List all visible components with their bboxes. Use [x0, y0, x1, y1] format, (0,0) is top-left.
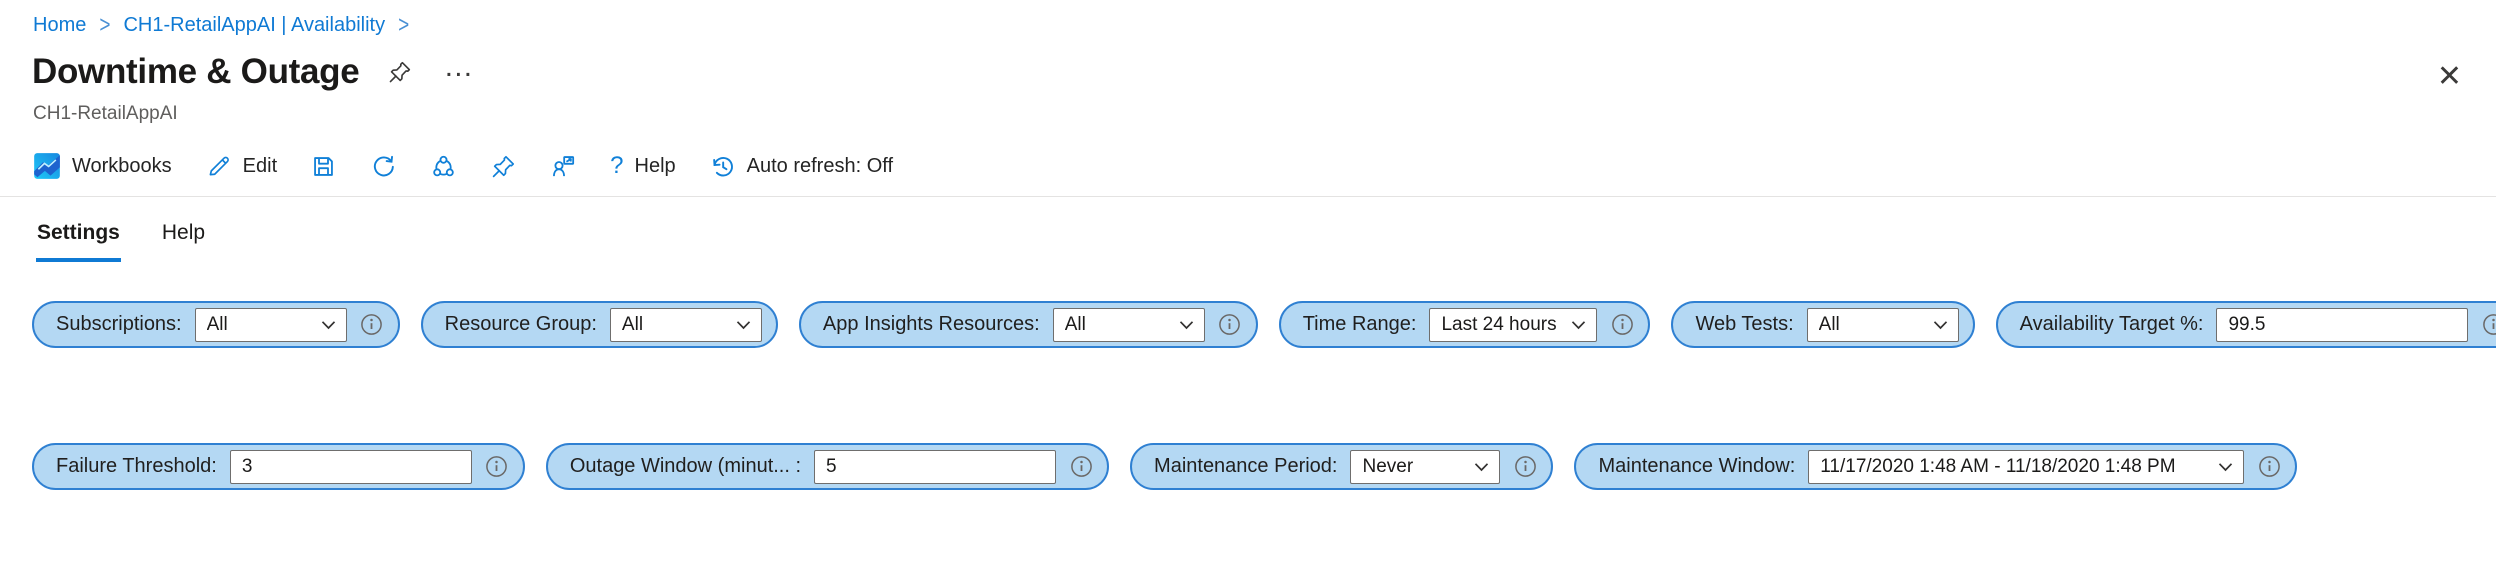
info-icon[interactable] — [485, 455, 509, 479]
save-button[interactable] — [310, 153, 337, 180]
workbooks-gallery-icon — [33, 152, 61, 180]
tab-help[interactable]: Help — [161, 221, 206, 244]
workbooks-button[interactable]: Workbooks — [33, 152, 172, 180]
auto-refresh-button[interactable]: Auto refresh: Off — [709, 153, 893, 180]
info-icon[interactable] — [2481, 313, 2496, 337]
more-icon[interactable]: … — [443, 50, 474, 83]
edit-pencil-icon — [205, 153, 232, 180]
pin-icon — [490, 153, 517, 180]
filter-failure-threshold-label: Failure Threshold: — [56, 455, 217, 477]
page-title: Downtime & Outage — [32, 52, 360, 91]
breadcrumb-availability[interactable]: CH1-RetailAppAI | Availability — [123, 14, 386, 36]
filter-maintenance-period: Maintenance Period: Never — [1130, 443, 1554, 490]
info-icon[interactable] — [1610, 313, 1634, 337]
filter-web-tests-dropdown[interactable]: All — [1806, 307, 1959, 342]
toolbar-divider — [0, 196, 2496, 197]
pin-button[interactable] — [490, 153, 517, 180]
pin-icon[interactable] — [387, 59, 413, 85]
workbooks-button-label: Workbooks — [72, 154, 172, 177]
help-button-label: Help — [634, 154, 676, 177]
send-to-user-button[interactable] — [550, 153, 577, 180]
help-button[interactable]: ? Help — [610, 152, 676, 180]
filter-outage-window: Outage Window (minut... : — [545, 443, 1110, 490]
chevron-down-icon — [1474, 462, 1489, 472]
filter-outage-window-input[interactable] — [814, 449, 1057, 484]
edit-button-label: Edit — [242, 154, 278, 177]
filter-maintenance-period-label: Maintenance Period: — [1154, 455, 1338, 477]
title-row: Downtime & Outage … — [32, 52, 475, 92]
info-icon[interactable] — [1218, 313, 1242, 337]
auto-refresh-label: Auto refresh: Off — [746, 154, 894, 177]
filter-availability-target-input[interactable] — [2216, 307, 2469, 342]
filter-web-tests-value: All — [1818, 313, 1840, 335]
filter-maintenance-period-value: Never — [1362, 455, 1414, 477]
chevron-down-icon — [321, 320, 336, 330]
filter-web-tests: Web Tests: All — [1671, 301, 1975, 348]
refresh-icon — [370, 153, 397, 180]
workbook-toolbar: Workbooks Edit — [33, 140, 893, 192]
filter-subscriptions-value: All — [206, 313, 228, 335]
page-subtitle: CH1-RetailAppAI — [33, 103, 178, 124]
filter-maintenance-window: Maintenance Window: 11/17/2020 1:48 AM - … — [1574, 443, 2298, 490]
filter-time-range: Time Range: Last 24 hours — [1278, 301, 1651, 348]
share-button[interactable] — [430, 153, 457, 180]
chevron-down-icon — [1571, 320, 1586, 330]
filter-resource-group-dropdown[interactable]: All — [609, 307, 762, 342]
filter-subscriptions: Subscriptions: All — [32, 301, 400, 348]
filter-availability-target: Availability Target %: — [1995, 301, 2496, 348]
info-icon[interactable] — [1069, 455, 1093, 479]
filter-availability-target-label: Availability Target %: — [2019, 313, 2204, 335]
history-clock-icon — [709, 153, 736, 180]
filter-resource-group-label: Resource Group: — [444, 313, 597, 335]
refresh-button[interactable] — [370, 153, 397, 180]
chevron-down-icon — [1933, 320, 1948, 330]
info-icon[interactable] — [2257, 455, 2281, 479]
filter-maintenance-window-value: 11/17/2020 1:48 AM - 11/18/2020 1:48 PM — [1820, 455, 2176, 477]
breadcrumb: Home > CH1-RetailAppAI | Availability > — [33, 11, 410, 38]
filter-time-range-label: Time Range: — [1302, 313, 1417, 335]
filter-app-insights-resources-value: All — [1064, 313, 1086, 335]
filter-resource-group-value: All — [621, 313, 644, 335]
help-icon: ? — [610, 152, 624, 179]
chevron-down-icon — [1179, 320, 1194, 330]
filter-time-range-value: Last 24 hours — [1441, 313, 1557, 335]
chevron-down-icon — [736, 320, 751, 330]
tab-settings[interactable]: Settings — [36, 221, 121, 262]
save-icon — [310, 153, 337, 180]
filter-app-insights-resources-dropdown[interactable]: All — [1052, 307, 1205, 342]
edit-button[interactable]: Edit — [205, 153, 277, 180]
info-icon[interactable] — [360, 313, 384, 337]
filter-maintenance-window-dropdown[interactable]: 11/17/2020 1:48 AM - 11/18/2020 1:48 PM — [1808, 449, 2245, 484]
filter-maintenance-window-label: Maintenance Window: — [1598, 455, 1796, 477]
share-icon — [430, 153, 457, 180]
filter-failure-threshold: Failure Threshold: — [32, 443, 525, 490]
person-arrow-icon — [550, 153, 577, 180]
breadcrumb-separator-icon: > — [99, 11, 111, 38]
filter-app-insights-resources-label: App Insights Resources: — [822, 313, 1040, 335]
breadcrumb-separator-icon: > — [398, 11, 410, 38]
filter-web-tests-label: Web Tests: — [1695, 313, 1794, 335]
parameter-row-2: Failure Threshold: Outage Window (minut..… — [32, 443, 2298, 490]
filter-time-range-dropdown[interactable]: Last 24 hours — [1429, 307, 1598, 342]
chevron-down-icon — [2218, 462, 2233, 472]
filter-subscriptions-dropdown[interactable]: All — [194, 307, 347, 342]
breadcrumb-home[interactable]: Home — [33, 14, 87, 36]
filter-subscriptions-label: Subscriptions: — [56, 313, 182, 335]
filter-maintenance-period-dropdown[interactable]: Never — [1350, 449, 1501, 484]
filter-failure-threshold-input[interactable] — [229, 449, 472, 484]
info-icon[interactable] — [1513, 455, 1537, 479]
filter-app-insights-resources: App Insights Resources: All — [798, 301, 1258, 348]
close-icon[interactable]: ✕ — [2433, 58, 2466, 96]
filter-resource-group: Resource Group: All — [420, 301, 778, 348]
tab-bar: Settings Help — [36, 221, 206, 262]
filter-outage-window-label: Outage Window (minut... : — [569, 455, 802, 477]
